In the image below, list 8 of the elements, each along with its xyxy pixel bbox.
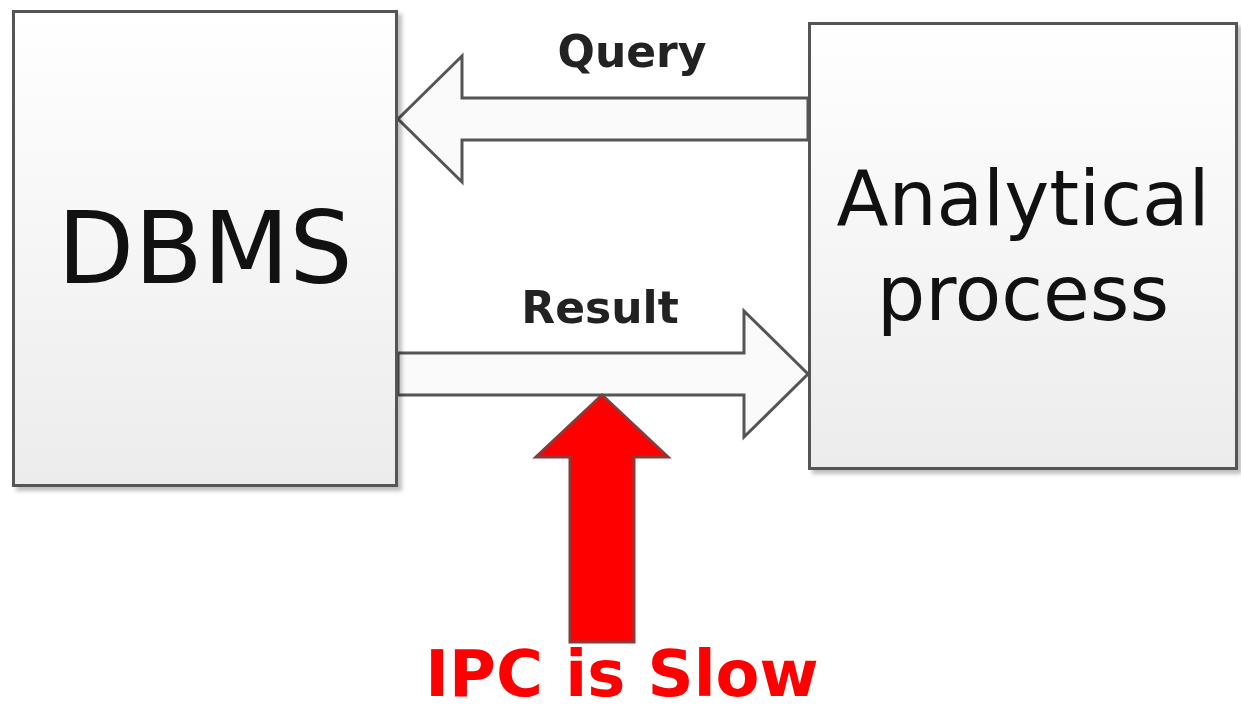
- process-box: [12, 10, 398, 487]
- warning-text: IPC is Slow: [425, 642, 819, 706]
- box-label: DBMS: [57, 189, 353, 309]
- hollow-block-arrow: [395, 52, 810, 186]
- hollow-block-arrow: [396, 307, 811, 441]
- box-label: Analytical process: [835, 153, 1211, 340]
- process-box: [808, 22, 1238, 470]
- block-arrow: [532, 392, 672, 644]
